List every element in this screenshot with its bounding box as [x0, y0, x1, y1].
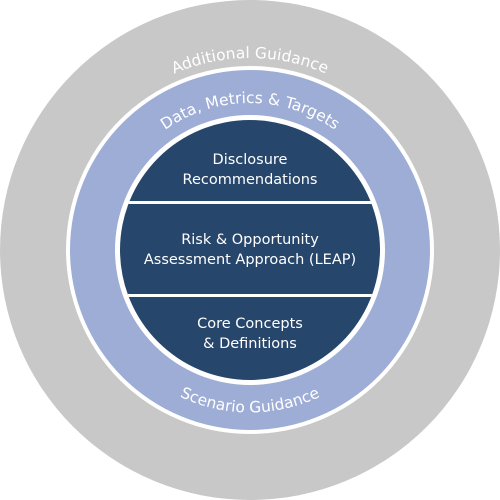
core-segment-risk-line-1: Risk & Opportunity	[181, 232, 319, 248]
core-divider-top	[120, 201, 380, 204]
core-divider-bottom	[120, 294, 380, 297]
core-segment-disclosure-line-2: Recommendations	[183, 172, 318, 188]
core-segment-risk-line-2: Assessment Approach (LEAP)	[144, 252, 356, 268]
core-segment-disclosure-line-1: Disclosure	[213, 152, 288, 168]
core-segment-concepts-line-1: Core Concepts	[197, 316, 303, 332]
core-circle	[120, 120, 380, 380]
core-segment-concepts-line-2: & Definitions	[203, 336, 297, 352]
core-background	[120, 120, 380, 380]
